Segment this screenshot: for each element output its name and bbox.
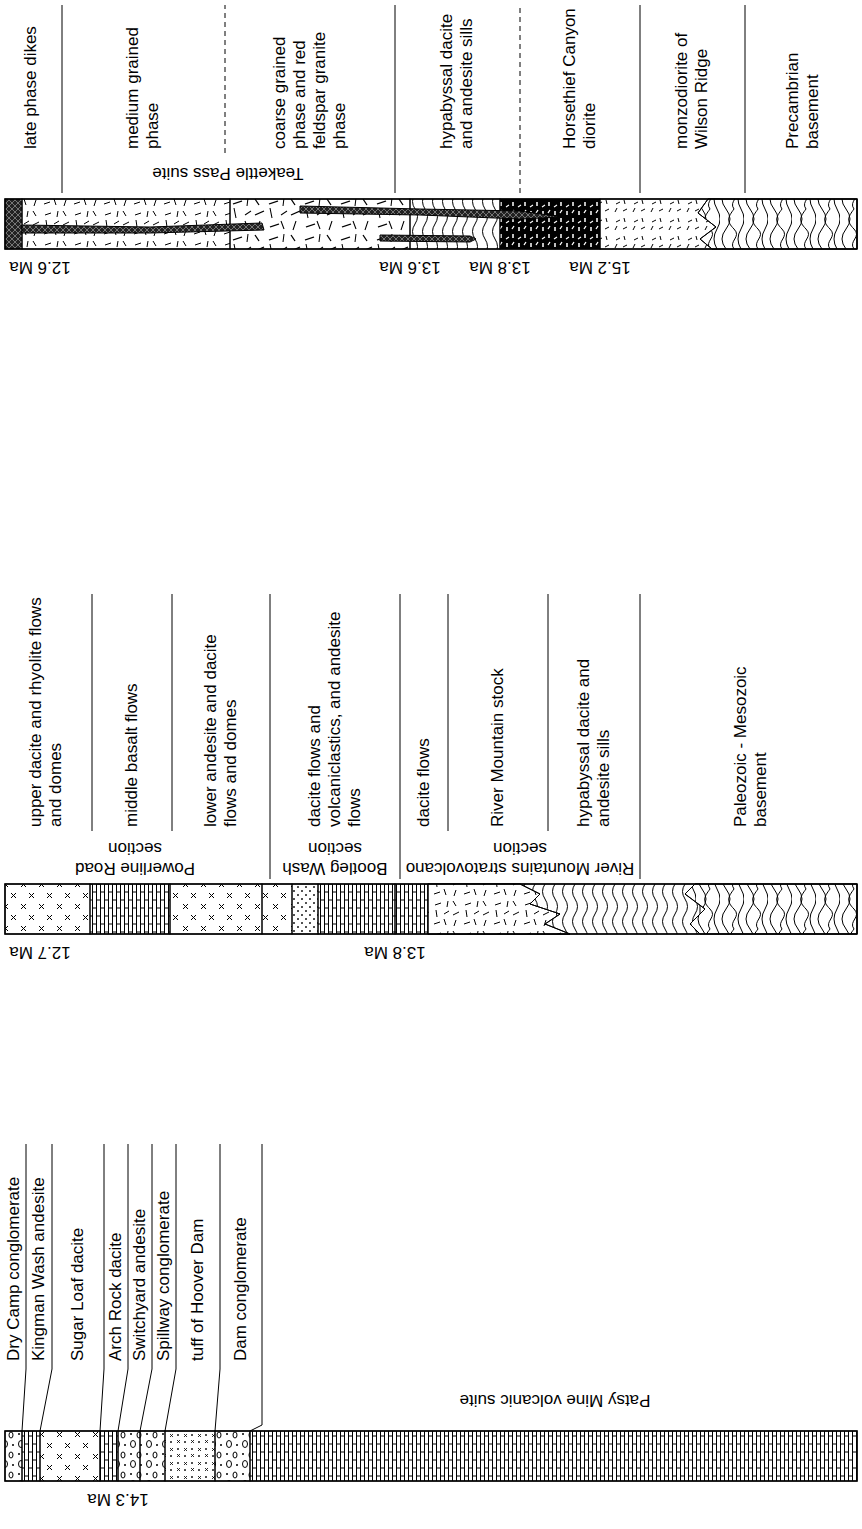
river-mountains-column-strip <box>685 884 857 934</box>
patsy-leader-lines <box>215 1144 220 1431</box>
unit-label: middle basalt flows <box>122 597 142 827</box>
suite-label: River Mountains stratovolcano section <box>405 838 635 878</box>
wilson-ridge-column-strip <box>600 199 720 249</box>
river-mountains-column-strip <box>262 884 292 934</box>
unit-label: Dry Camp conglomerate <box>4 1146 24 1361</box>
wilson-ridge-column-strip <box>380 235 476 242</box>
patsy-column-strip <box>5 1431 857 1481</box>
wilson-ridge-column-strip <box>698 199 857 249</box>
unit-label: hypabyssal dacite and andesite sills <box>574 597 614 827</box>
wilson-ridge-column-strip <box>500 199 600 249</box>
wilson-ridge-column-strip <box>300 206 562 219</box>
river-mountains-column-strip <box>318 884 395 934</box>
suite-label: Teakettle Pass suite <box>152 163 303 183</box>
patsy-leader-lines <box>100 1144 104 1431</box>
wilson-ridge-divider-lines <box>62 5 745 193</box>
suite-label: Bootleg Wash section <box>273 838 398 878</box>
age-label: 13.8 Ma <box>469 257 530 277</box>
river-mountains-column-strip <box>170 884 262 934</box>
unit-label: upper dacite and rhyolite flows and dome… <box>26 597 66 827</box>
age-label: 14.3 Ma <box>87 1489 148 1509</box>
unit-label: lower andesite and dacite flows and dome… <box>201 597 241 827</box>
suite-label: Patsy Mine volcanic suite <box>460 1390 651 1410</box>
wilson-ridge-divider-lines <box>520 5 521 193</box>
patsy-column-strip <box>140 1431 165 1481</box>
unit-label: Spillway conglomerate <box>154 1146 174 1361</box>
patsy-column-strip <box>118 1431 140 1481</box>
unit-label: Horsethief Canyon diorite <box>560 7 600 149</box>
patsy-column-strip <box>165 1431 215 1481</box>
age-label: 12.7 Ma <box>9 942 70 962</box>
wilson-ridge-divider-lines <box>62 5 745 193</box>
river-mountains-column-strip <box>428 884 700 934</box>
river-mountains-column-strip <box>428 884 570 934</box>
patsy-leader-lines <box>22 1144 262 1431</box>
river-mountains-column-strip <box>292 884 318 934</box>
unit-label: coarse grained phase and red feldspar gr… <box>270 7 350 149</box>
river-mountains-column-strip <box>5 884 857 934</box>
river-mountains-divider-lines <box>92 594 548 831</box>
unit-label: monzodiorite of Wilson Ridge <box>672 7 712 149</box>
unit-label: dacite flows and volcaniclastics, and an… <box>305 597 365 827</box>
wilson-ridge-column-strip <box>698 199 857 249</box>
river-mountains-column-strip <box>90 884 170 934</box>
river-mountains-column-strip <box>5 884 90 934</box>
wilson-ridge-column-strip <box>22 223 264 233</box>
river-mountains-divider-lines <box>270 594 640 879</box>
age-label: 15.2 Ma <box>569 257 630 277</box>
patsy-column-strip <box>250 1431 857 1481</box>
patsy-column-strip <box>40 1431 100 1481</box>
age-label: 12.6 Ma <box>9 257 70 277</box>
unit-label: tuff of Hoover Dam <box>188 1146 208 1361</box>
unit-label: Switchyard andesite <box>130 1146 150 1361</box>
unit-label: Paleozoic - Mesozoic basement <box>731 597 771 827</box>
unit-label: hypabyssal dacite and andesite sills <box>437 7 477 149</box>
wilson-ridge-column-strip <box>5 199 22 249</box>
river-mountains-divider-lines <box>92 594 640 879</box>
river-mountains-column-strip <box>685 884 857 934</box>
suite-label: Powerline Road section <box>55 838 215 878</box>
patsy-column-strip <box>100 1431 118 1481</box>
unit-label: River Mountain stock <box>488 597 508 827</box>
patsy-leader-lines <box>250 1144 262 1431</box>
patsy-column-strip <box>215 1431 250 1481</box>
unit-label: dacite flows <box>414 597 434 827</box>
river-mountains-column-strip <box>5 884 857 934</box>
river-mountains-column-strip <box>428 884 570 934</box>
unit-label: Arch Rock dacite <box>106 1146 126 1361</box>
wilson-ridge-column-strip <box>5 199 857 249</box>
unit-label: Kingman Wash andesite <box>29 1146 49 1361</box>
wilson-ridge-divider-lines <box>225 5 226 153</box>
patsy-column-strip <box>5 1431 22 1481</box>
river-mountains-column-strip <box>395 884 428 934</box>
wilson-ridge-column-strip <box>5 199 857 249</box>
unit-label: medium grained phase <box>123 7 163 149</box>
age-label: 13.8 Ma <box>364 942 425 962</box>
patsy-column-strip <box>5 1431 857 1481</box>
unit-label: late phase dikes <box>21 7 41 149</box>
unit-label: Precambrian basement <box>783 7 823 149</box>
wilson-ridge-column-strip <box>22 199 230 249</box>
unit-label: Sugar Loaf dacite <box>68 1146 88 1361</box>
age-label: 13.6 Ma <box>379 257 440 277</box>
unit-label: Dam conglomerate <box>231 1146 251 1361</box>
patsy-column-strip <box>22 1431 40 1481</box>
